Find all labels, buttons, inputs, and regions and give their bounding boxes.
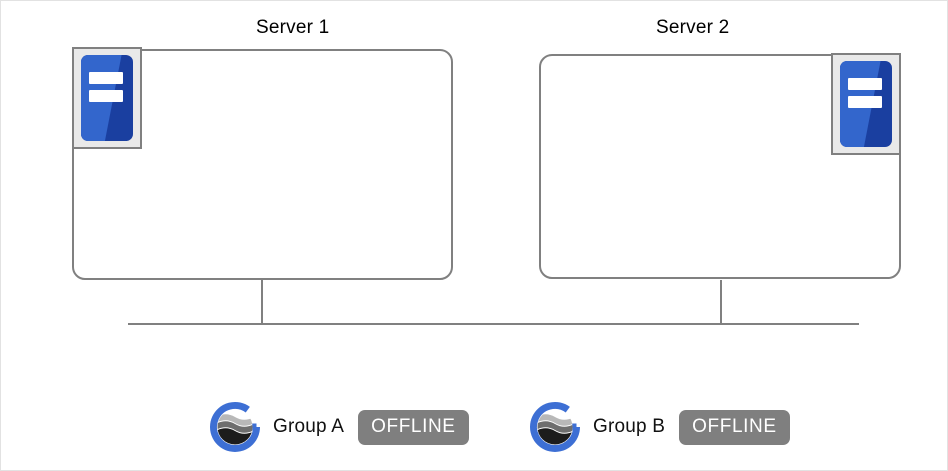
network-bus-line: [128, 323, 859, 325]
server-chip: [81, 55, 133, 141]
server-2-icon[interactable]: [831, 53, 901, 155]
group-b-name: Group B: [593, 416, 666, 437]
server-chip-bar-top: [89, 72, 123, 84]
server-1-connector: [261, 280, 263, 324]
group-globe-logo: [209, 399, 265, 455]
server-2-label: Server 2: [656, 17, 730, 38]
group-a-row: Group A OFFLINE: [209, 399, 469, 455]
server-chip-bar-bottom: [89, 90, 123, 102]
server-chip-bar-top: [848, 78, 882, 90]
server-1-icon[interactable]: [72, 47, 142, 149]
server-chip-bar-bottom: [848, 96, 882, 108]
server-chip: [840, 61, 892, 147]
group-globe-logo: [529, 399, 585, 455]
group-a-status-badge[interactable]: OFFLINE: [358, 409, 469, 445]
server-2-connector: [720, 280, 722, 324]
server-1-label: Server 1: [256, 17, 330, 38]
group-b-row: Group B OFFLINE: [529, 399, 790, 455]
group-b-status-badge[interactable]: OFFLINE: [679, 409, 790, 445]
group-a-name: Group A: [273, 416, 345, 437]
